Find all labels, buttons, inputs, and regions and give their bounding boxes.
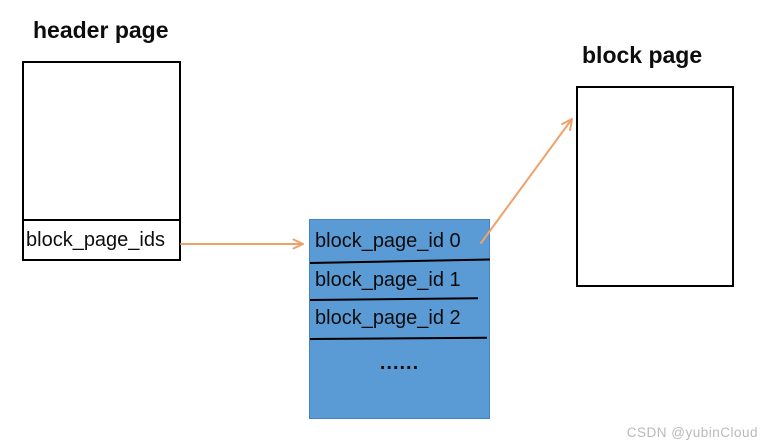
block-page-box [576,86,734,287]
block-page-id-list: block_page_id 0 block_page_id 1 block_pa… [309,219,490,419]
list-item: block_page_id 0 [315,229,461,252]
header-page-box: block_page_ids [22,61,181,261]
list-item: block_page_id 1 [315,269,461,291]
header-page-title: header page [33,17,169,43]
arrow-header-to-list-icon [180,238,304,250]
list-item: block_page_id 2 [315,307,461,329]
block-page-ids-field: block_page_ids [26,229,165,251]
watermark: CSDN @yubinCloud [626,425,758,440]
header-page-divider [24,219,179,221]
arrow-list-to-block-page-icon [480,118,573,244]
list-item-ellipsis: ...... [379,351,420,374]
block-page-title: block page [582,42,703,68]
